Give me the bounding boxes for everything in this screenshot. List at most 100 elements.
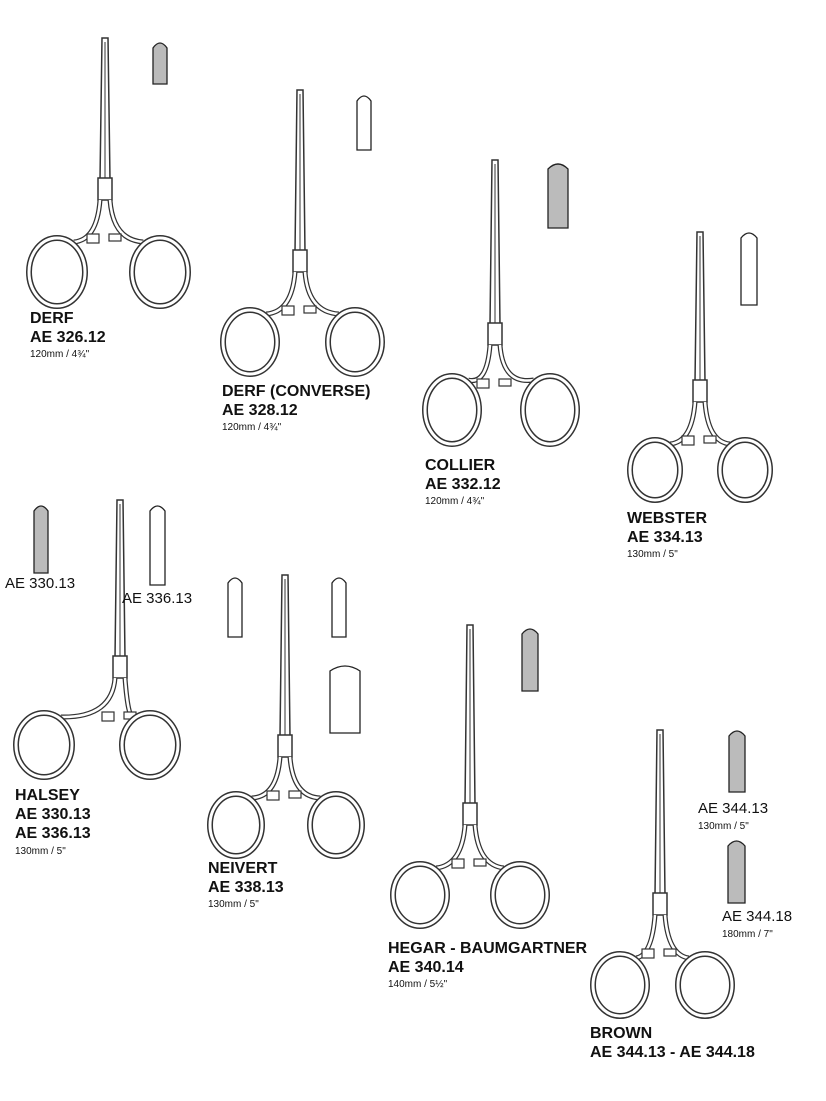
instrument-name: HALSEY bbox=[15, 787, 80, 804]
ratchet-left bbox=[641, 948, 655, 959]
ratchet-right bbox=[473, 858, 487, 867]
ring-highlight bbox=[27, 236, 87, 308]
instrument-size: 130mm / 5" bbox=[627, 549, 678, 561]
ring-highlight bbox=[208, 792, 264, 858]
instrument-code: AE 326.12 bbox=[30, 329, 106, 347]
shank-left-hl bbox=[60, 677, 117, 719]
ratchet-right bbox=[703, 435, 717, 444]
instrument-size: 120mm / 4¾" bbox=[425, 496, 485, 508]
instrument-code: AE 338.13 bbox=[208, 879, 284, 897]
label-neivert: NEIVERT AE 338.13 130mm / 5" bbox=[208, 859, 284, 911]
instrument-code: AE 332.12 bbox=[425, 476, 501, 494]
instrument-size: 120mm / 4¾" bbox=[222, 422, 282, 434]
box-lock bbox=[97, 177, 113, 201]
tip-webster-icon bbox=[740, 232, 758, 306]
tip-derf-icon bbox=[152, 42, 168, 85]
ratchet-right bbox=[108, 233, 122, 242]
label-derf: DERF AE 326.12 120mm / 4¾" bbox=[30, 309, 106, 361]
shank-left-hl bbox=[467, 344, 492, 382]
label-collier: COLLIER AE 332.12 120mm / 4¾" bbox=[425, 456, 501, 508]
box-lock bbox=[462, 802, 478, 826]
tip-neivert-1-icon bbox=[227, 577, 243, 638]
tip-ref-ae-344-13: AE 344.13 bbox=[698, 800, 769, 817]
shank-left bbox=[60, 677, 118, 720]
tip-derf-converse-icon bbox=[356, 95, 372, 151]
tip-neivert-2-icon bbox=[331, 577, 347, 638]
instrument-code: AE 344.13 - AE 344.18 bbox=[590, 1044, 755, 1062]
instrument-code: AE 330.13 bbox=[15, 806, 91, 824]
instrument-name: NEIVERT bbox=[208, 860, 278, 877]
label-derf-converse: DERF (CONVERSE) AE 328.12 120mm / 4¾" bbox=[222, 382, 370, 434]
instrument-code: AE 334.13 bbox=[627, 529, 703, 547]
ring-highlight bbox=[591, 952, 649, 1018]
instrument-name: COLLIER bbox=[425, 457, 496, 474]
label-hegar-baumgartner: HEGAR - BAUMGARTNER AE 340.14 140mm / 5½… bbox=[388, 939, 587, 991]
ratchet-left bbox=[451, 858, 465, 869]
box-lock bbox=[277, 734, 293, 758]
shank-right-hl bbox=[303, 271, 339, 316]
tip-ref-size: 180mm / 7" bbox=[722, 929, 773, 940]
ring-highlight bbox=[521, 374, 579, 446]
ratchet-left bbox=[681, 435, 695, 446]
tip-ref-size: 130mm / 5" bbox=[698, 821, 749, 832]
box-lock bbox=[652, 892, 668, 916]
shank-left-hl bbox=[435, 824, 467, 870]
tip-ref-ae-336-13: AE 336.13 bbox=[122, 590, 193, 607]
ratchet-right bbox=[663, 948, 677, 957]
ratchet-left bbox=[86, 233, 100, 244]
instrument-size: 130mm / 5" bbox=[208, 899, 259, 911]
instrument-size: 130mm / 5" bbox=[15, 845, 66, 857]
shank-right-hl bbox=[663, 914, 690, 960]
shank-right-hl bbox=[703, 401, 731, 446]
ring-highlight bbox=[326, 308, 384, 376]
tip-ae-344-13-icon bbox=[728, 730, 746, 793]
ring-highlight bbox=[14, 711, 74, 779]
tip-ae-336-13-icon bbox=[149, 505, 166, 586]
instrument-name: DERF bbox=[30, 310, 74, 327]
box-lock bbox=[292, 249, 308, 273]
ring-highlight bbox=[308, 792, 364, 858]
tip-neivert-3-icon bbox=[329, 665, 361, 734]
instrument-name: HEGAR - BAUMGARTNER bbox=[388, 940, 588, 957]
label-webster: WEBSTER AE 334.13 130mm / 5" bbox=[627, 509, 707, 561]
shank-right-hl bbox=[288, 756, 321, 800]
shank-right bbox=[497, 344, 535, 384]
instrument-name: WEBSTER bbox=[627, 510, 707, 527]
ring-highlight bbox=[130, 236, 190, 308]
ring-highlight bbox=[221, 308, 279, 376]
ring-highlight bbox=[676, 952, 734, 1018]
tip-ae-330-13-icon bbox=[33, 505, 49, 574]
instrument-code: AE 340.14 bbox=[388, 959, 464, 977]
tip-ref-ae-344-18: AE 344.18 bbox=[722, 908, 793, 925]
ratchet-right bbox=[303, 305, 317, 314]
instrument-code-2: AE 336.13 bbox=[15, 825, 91, 843]
shank-left-hl bbox=[635, 914, 657, 960]
instrument-name: BROWN bbox=[590, 1025, 653, 1042]
box-lock bbox=[692, 379, 708, 403]
ratchet-left bbox=[476, 378, 490, 389]
ring-highlight bbox=[491, 862, 549, 928]
shank-left-hl bbox=[266, 271, 297, 316]
instrument-size: 120mm / 4¾" bbox=[30, 349, 90, 361]
ratchet-left bbox=[101, 711, 115, 722]
shank-left-hl bbox=[251, 756, 282, 800]
shank-right-hl bbox=[498, 344, 534, 382]
ratchet-left bbox=[281, 305, 295, 316]
label-halsey: HALSEY AE 330.13 AE 336.13 130mm / 5" bbox=[15, 786, 91, 858]
ring-highlight bbox=[391, 862, 449, 928]
tip-ref-ae-330-13: AE 330.13 bbox=[5, 575, 76, 592]
tip-collier-icon bbox=[547, 163, 569, 229]
shank-right-hl bbox=[108, 199, 144, 244]
ratchet-right bbox=[498, 378, 512, 387]
box-lock bbox=[487, 322, 503, 346]
ring-highlight bbox=[423, 374, 481, 446]
shank-left-hl bbox=[669, 401, 697, 446]
instrument-size: 140mm / 5½" bbox=[388, 979, 448, 991]
tip-ae-344-18-icon bbox=[727, 840, 746, 904]
ring-highlight bbox=[120, 711, 180, 779]
shank-left-hl bbox=[73, 199, 102, 244]
ratchet-right bbox=[288, 790, 302, 799]
instrument-code: AE 328.12 bbox=[222, 402, 298, 420]
label-brown: BROWN AE 344.13 - AE 344.18 bbox=[590, 1024, 755, 1062]
tip-hegar-icon bbox=[521, 628, 539, 692]
